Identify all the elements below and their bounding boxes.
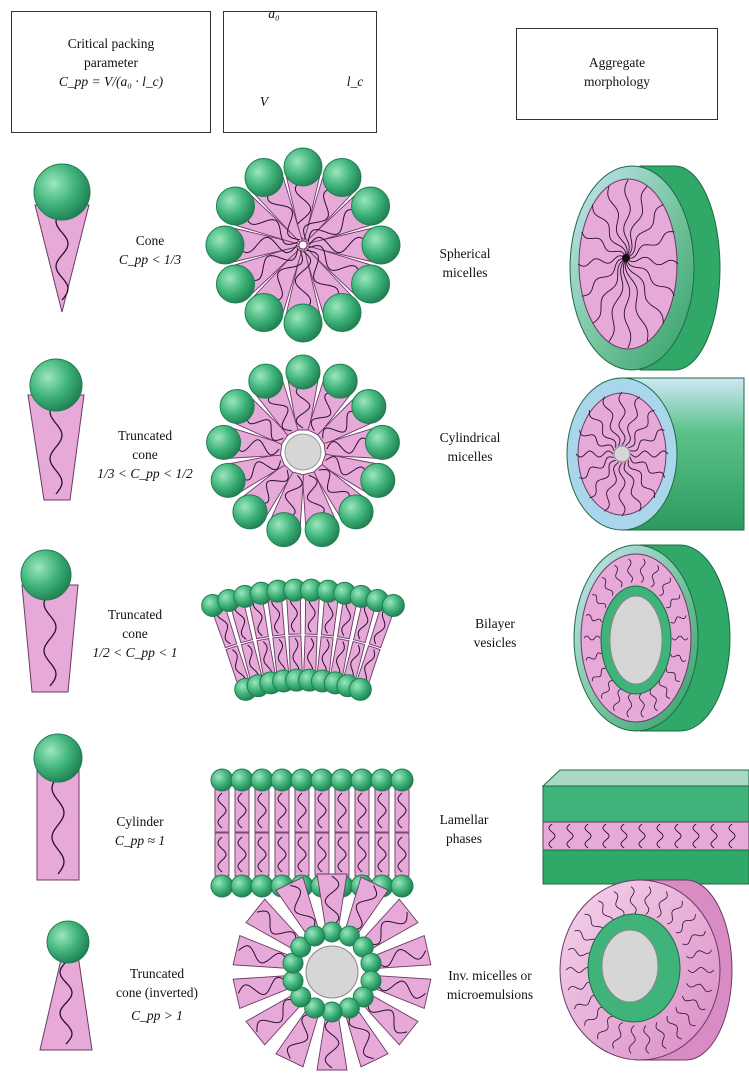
vesicle-3d-icon: [574, 545, 730, 731]
inverted-cone-molecule-icon: [40, 921, 92, 1050]
param-formula: C_pp = V/(a₀ · l_c): [11, 72, 211, 91]
lamellar-slab-3d-icon: [543, 770, 749, 884]
structure-label-inverse: Inv. micelles or microemulsions: [430, 966, 550, 1004]
head-area-label: a₀: [262, 4, 286, 23]
shape-label-truncated-cone: Truncated cone 1/3 < C_pp < 1/2: [80, 426, 210, 483]
structure-label-lamellar: Lamellar phases: [424, 810, 504, 848]
cylinder-molecule-icon: [34, 734, 82, 880]
param-line-1: Critical packing: [11, 34, 211, 53]
bilayer-segment-icon: [202, 579, 405, 700]
morph-line-1: Aggregate: [516, 53, 718, 72]
inverse-micelle-icon: [233, 874, 431, 1070]
structure-label-bilayer: Bilayer vesicles: [450, 614, 540, 652]
truncated-cone-molecule-icon: [28, 359, 84, 500]
morph-line-2: morphology: [516, 72, 718, 91]
volume-label: V: [254, 92, 274, 111]
lamellar-bilayer-icon: [211, 769, 413, 897]
morphology-label: Aggregate morphology: [516, 53, 718, 91]
spherical-micelle-icon: [206, 148, 400, 342]
shape-label-inverted-cone: Truncated cone (inverted) C_pp > 1: [92, 964, 222, 1025]
spherical-micelle-3d-icon: [570, 166, 720, 370]
structure-label-spherical: Spherical micelles: [420, 244, 510, 282]
shape-label-truncated-cone-2: Truncated cone 1/2 < C_pp < 1: [70, 605, 200, 662]
structure-label-cylindrical: Cylindrical micelles: [420, 428, 520, 466]
shape-label-cone: Cone C_pp < 1/3: [100, 231, 200, 269]
packing-parameter-label: Critical packing parameter C_pp = V/(a₀ …: [11, 34, 211, 91]
cylindrical-micelle-icon: [207, 355, 400, 547]
chain-length-label: l_c: [342, 72, 368, 91]
inverse-micelle-3d-icon: [560, 880, 732, 1060]
param-line-2: parameter: [11, 53, 211, 72]
shape-label-cylinder: Cylinder C_pp ≈ 1: [90, 812, 190, 850]
cone-molecule-icon: [34, 164, 90, 312]
cylindrical-micelle-3d-icon: [567, 378, 744, 530]
